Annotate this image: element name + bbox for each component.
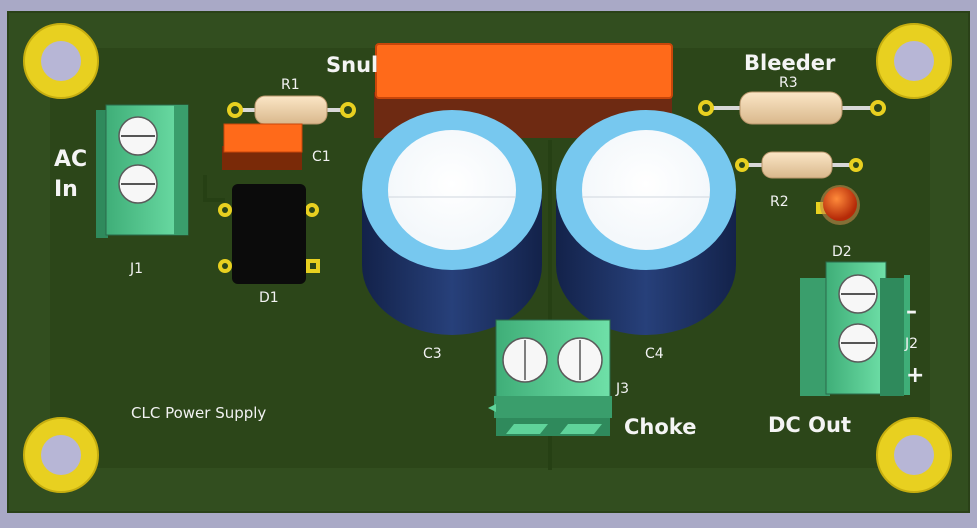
capacitor-c4 [556, 110, 736, 335]
dc-out-label: DC Out [768, 413, 851, 437]
mounting-hole-top-left [23, 23, 99, 99]
terminal-block-j2 [800, 261, 910, 396]
ref-c3: C3 [423, 346, 442, 362]
capacitor-c3 [362, 110, 542, 335]
mounting-hole-bottom-right [876, 417, 952, 493]
ref-r3: R3 [779, 75, 798, 91]
choke-label: Choke [624, 415, 696, 439]
ref-r1: R1 [281, 77, 300, 93]
ref-d1: D1 [259, 290, 279, 306]
ref-d2: D2 [832, 244, 852, 260]
resistor-r1 [227, 95, 356, 125]
resistor-r2 [735, 151, 863, 179]
led-d2 [816, 185, 860, 225]
ac-in-label-line1: AC [54, 147, 87, 172]
mounting-hole-top-right [876, 23, 952, 99]
terminal-block-j3 [488, 319, 612, 436]
resistor-r3 [698, 91, 886, 125]
ref-j3: J3 [615, 381, 629, 397]
ac-in-label-line2: In [54, 177, 78, 202]
ref-c4: C4 [645, 346, 664, 362]
terminal-block-j1 [96, 104, 189, 238]
bridge-rectifier-d1 [218, 184, 320, 284]
snubber-label: Snul [326, 53, 378, 77]
ref-c1: C1 [312, 149, 331, 165]
trace [203, 175, 225, 202]
bleeder-label: Bleeder [744, 51, 836, 75]
mounting-hole-bottom-left [23, 417, 99, 493]
board-title: CLC Power Supply [131, 404, 266, 422]
minus-label: – [906, 299, 917, 324]
plus-label: + [906, 363, 924, 388]
ref-j2: J2 [904, 336, 918, 352]
capacitor-c1 [222, 123, 303, 170]
ref-r2: R2 [770, 194, 789, 210]
ref-j1: J1 [129, 261, 143, 277]
